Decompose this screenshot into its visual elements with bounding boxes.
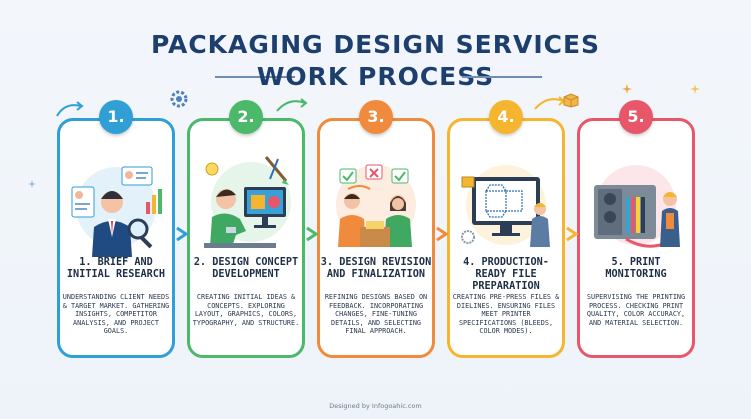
- step-description: UNDERSTANDING CLIENT NEEDS & TARGET MARK…: [62, 293, 170, 336]
- printing-press-icon: [594, 165, 680, 248]
- sparkle-icon: [622, 84, 632, 94]
- step-card-3: 3. DESIGN REVISION AND FINALIZATION REFI…: [317, 118, 435, 358]
- step-description: REFINING DESIGNS BASED ON FEEDBACK. INCO…: [324, 293, 428, 336]
- sparkle-icon: [28, 180, 36, 188]
- designer-at-monitor-icon: [204, 156, 291, 248]
- step-number-badge: 4.: [489, 100, 523, 134]
- step-card-1: 1. BRIEF AND INITIAL RESEARCH UNDERSTAND…: [57, 118, 175, 358]
- step-card-4: 4. PRODUCTION-READY FILE PREPARATION CRE…: [447, 118, 565, 358]
- step-card-2: 2. DESIGN CONCEPT DEVELOPMENT CREATING I…: [187, 118, 305, 358]
- dieline-monitor-icon: [461, 165, 550, 247]
- footer-credit: Designed by Infogoahic.com: [329, 402, 422, 410]
- step-number-badge: 5.: [619, 100, 653, 134]
- chevron-right-icon: [306, 226, 319, 242]
- chevron-right-icon: [436, 226, 449, 242]
- gear-icon: [170, 90, 188, 108]
- step-title: 4. PRODUCTION-READY FILE PREPARATION: [463, 257, 549, 292]
- page-title-line2: WORK PROCESS: [256, 62, 495, 91]
- step-description: SUPERVISING THE PRINTING PROCESS. CHECKI…: [586, 293, 686, 327]
- step-title: 1. BRIEF AND INITIAL RESEARCH: [66, 257, 166, 280]
- page-title-line1: PACKAGING DESIGN SERVICES: [150, 30, 601, 59]
- step-title: 2. DESIGN CONCEPT DEVELOPMENT: [193, 257, 299, 280]
- title-divider-left: [215, 76, 295, 78]
- curved-arrow-icon: [56, 101, 84, 117]
- step-card-5: 5. PRINT MONITORING SUPERVISING THE PRIN…: [577, 118, 695, 358]
- title-divider-right: [462, 76, 542, 78]
- step-title: 3. DESIGN REVISION AND FINALIZATION: [320, 257, 432, 280]
- box-icon: [563, 93, 579, 108]
- step-number-badge: 3.: [359, 100, 393, 134]
- step-number-badge: 1.: [99, 100, 133, 134]
- consultant-with-magnifier-icon: [71, 166, 162, 257]
- team-review-icon: [336, 164, 416, 247]
- step-description: CREATING PRE-PRESS FILES & DIELINES. ENS…: [452, 293, 560, 336]
- step-number-badge: 2.: [229, 100, 263, 134]
- step-description: CREATING INITIAL IDEAS & CONCEPTS. EXPLO…: [192, 293, 300, 327]
- curved-arrow-icon: [276, 98, 308, 112]
- sparkle-icon: [690, 84, 700, 94]
- chevron-right-icon: [566, 226, 579, 242]
- chevron-right-icon: [176, 226, 189, 242]
- step-title: 5. PRINT MONITORING: [605, 257, 667, 280]
